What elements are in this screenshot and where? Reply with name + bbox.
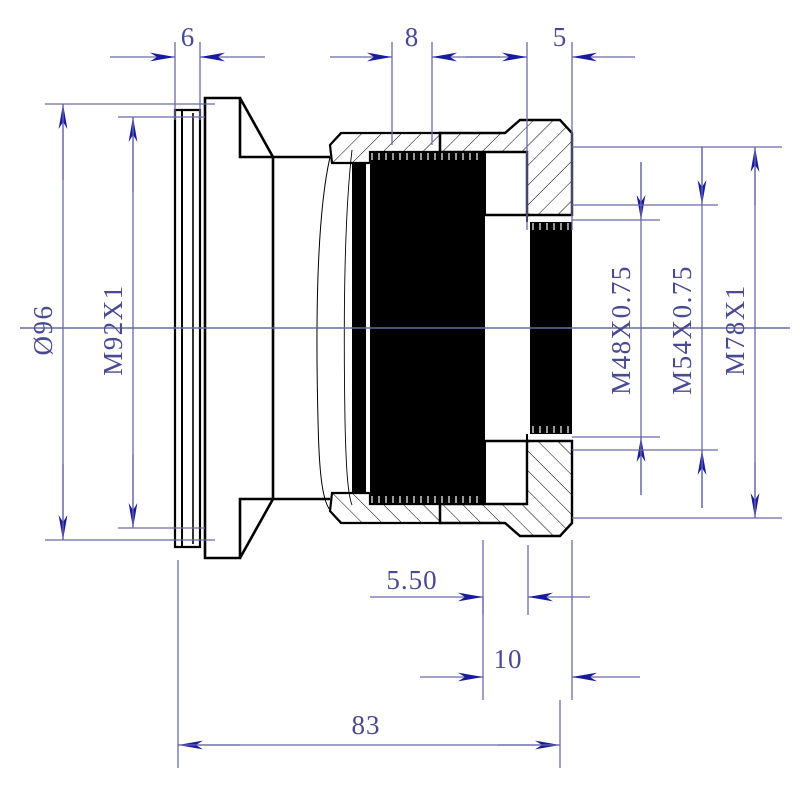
thread-crest-ticks-upper: [371, 153, 569, 230]
shoulder-step-upper: [484, 151, 528, 216]
internal-curve-left: [316, 156, 331, 511]
flange-chamfer-upper: [238, 97, 275, 158]
dimension-6: [110, 42, 265, 120]
dim-label-83: 83: [352, 710, 381, 740]
dim-label-8: 8: [405, 22, 420, 52]
dimension-5: [466, 42, 635, 230]
dimension-83: [177, 560, 561, 768]
horizontal-dimensions: [110, 42, 640, 768]
solid-section-sleeve-lower: [352, 328, 366, 493]
part-outline-lower: [328, 328, 574, 538]
dim-label-6: 6: [181, 22, 196, 52]
dim-label-m92x1: M92X1: [98, 284, 128, 376]
dimension-d96: [45, 103, 215, 541]
dim-label-5: 5: [553, 22, 568, 52]
dim-label-d96: Ø96: [28, 305, 58, 356]
solid-section-m48-lower: [530, 328, 572, 434]
solid-section-sleeve-upper: [352, 163, 366, 328]
dimension-m54x075: [572, 147, 718, 508]
solid-section-m48-upper: [530, 222, 572, 328]
solid-section-main-lower: [370, 328, 485, 504]
dim-label-10: 10: [494, 644, 523, 674]
internal-curve-right: [343, 149, 353, 506]
dim-label-m48x075: M48X0.75: [606, 265, 636, 395]
retaining-ring-outline: [173, 108, 202, 549]
dim-label-m54x075: M54X0.75: [667, 265, 697, 395]
dim-label-m78x1: M78X1: [720, 284, 750, 376]
thread-crest-ticks-lower: [371, 426, 569, 503]
shoulder-step-lower: [484, 440, 528, 505]
dimension-m48x075: [572, 162, 660, 495]
solid-section-main-upper: [370, 152, 485, 328]
dimension-m78x1: [572, 146, 782, 519]
part-geometry: [173, 96, 574, 560]
vertical-dimensions: [45, 103, 782, 541]
dimension-10: [420, 540, 640, 700]
dimension-m92x1: [118, 116, 205, 529]
dimension-labels: 6 8 5 5.50 10 83 Ø96 M92X1 M48X0.75 M54X…: [28, 22, 750, 740]
dim-label-5-50: 5.50: [386, 565, 437, 595]
flange-chamfer-lower: [238, 498, 275, 559]
